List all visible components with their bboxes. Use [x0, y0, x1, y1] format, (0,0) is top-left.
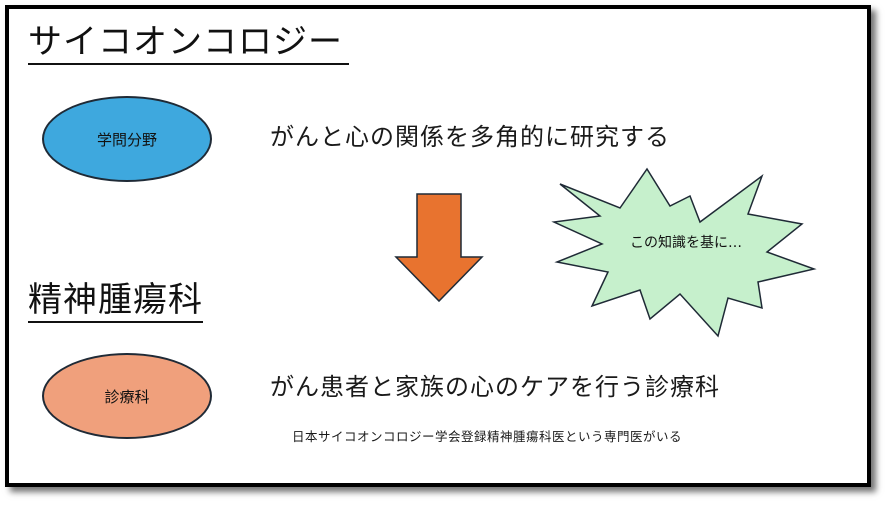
heading-psycho-oncology: サイコオンコロジー: [28, 22, 349, 65]
dept-oval-label: 診療科: [104, 387, 150, 406]
dept-oval: 診療科: [42, 353, 212, 439]
field-oval: 学問分野: [42, 96, 212, 182]
research-description: がんと心の関係を多角的に研究する: [270, 123, 670, 151]
field-oval-label: 学問分野: [96, 130, 157, 149]
starburst-icon: [551, 167, 817, 338]
specialist-note: 日本サイコオンコロジー学会登録精神腫瘍科医という専門医がいる: [292, 429, 683, 444]
down-arrow-icon: [394, 193, 484, 303]
care-description: がん患者と家族の心のケアを行う診療科: [270, 373, 720, 401]
heading-psycho-oncology-dept: 精神腫瘍科: [28, 280, 203, 323]
burst-label: この知識を基に…: [630, 235, 742, 251]
